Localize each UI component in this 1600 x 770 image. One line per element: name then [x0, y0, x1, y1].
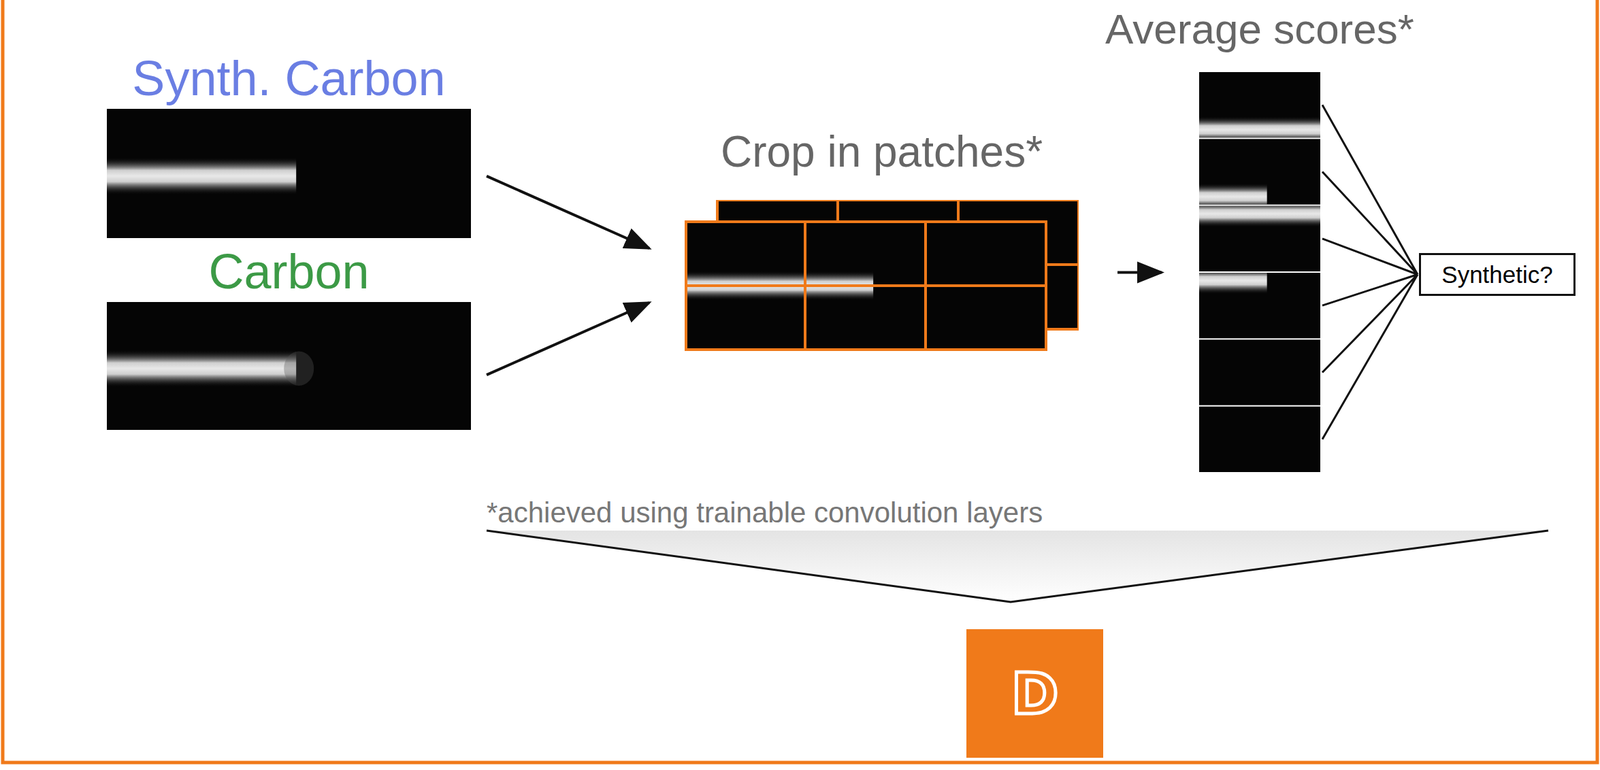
image-heading: Average scores* — [1063, 4, 1457, 54]
image-illustration — [1199, 71, 1321, 473]
image-illustration — [684, 200, 1079, 352]
footnote: *achieved using trainable convolution la… — [486, 496, 1043, 530]
image-heading: Crop in patches* — [548, 126, 1215, 177]
image-node: Synth. Carbon — [106, 108, 471, 239]
image-ground — [1199, 406, 1321, 473]
patch-grid — [684, 284, 1048, 288]
svg-part — [1199, 116, 1321, 139]
connector-arrow — [486, 302, 650, 375]
image-node: Carbon — [106, 302, 471, 431]
patch-grid — [956, 200, 960, 221]
image-node: Crop in patches* — [684, 200, 1079, 352]
funnel-bracket — [486, 530, 1549, 603]
beam-band — [1199, 272, 1268, 295]
image-ground — [1199, 339, 1321, 405]
heading-text: Synth. Carbon — [132, 51, 446, 106]
image-ground — [106, 302, 471, 431]
connector-arrow — [1322, 104, 1418, 440]
beam-glow — [283, 351, 314, 386]
svg-part — [106, 157, 297, 196]
heading-text: Carbon — [208, 244, 369, 299]
image-heading: Synth. Carbon — [0, 50, 608, 107]
connector-arrow — [1117, 271, 1162, 275]
svg-part — [1199, 183, 1268, 205]
patch-grid — [836, 200, 840, 221]
svg-part — [1199, 272, 1268, 295]
image-heading: Carbon — [0, 243, 608, 300]
image-illustration — [106, 302, 471, 431]
discriminator-logo: D — [966, 629, 1104, 759]
image-illustration — [106, 108, 471, 239]
beam-band — [106, 157, 297, 196]
funnel-fill — [486, 530, 1549, 603]
svg-part — [1199, 206, 1321, 228]
image-ground — [106, 108, 471, 239]
svg-part — [106, 349, 314, 388]
logo-letter: D — [1011, 660, 1059, 728]
heading-text: Crop in patches* — [720, 127, 1043, 177]
patch-grid — [1047, 263, 1079, 267]
decision-box: Synthetic? — [1418, 253, 1576, 297]
beam-band — [1199, 206, 1321, 228]
beam-band — [1199, 183, 1268, 205]
image-ground — [684, 220, 1048, 352]
beam-band — [1199, 116, 1321, 139]
beam-band — [106, 349, 297, 388]
connector-arrow — [486, 176, 650, 249]
image-node: Average scores* — [1199, 71, 1321, 473]
heading-text: Average scores* — [1105, 5, 1415, 53]
box-label: Synthetic? — [1441, 261, 1553, 289]
